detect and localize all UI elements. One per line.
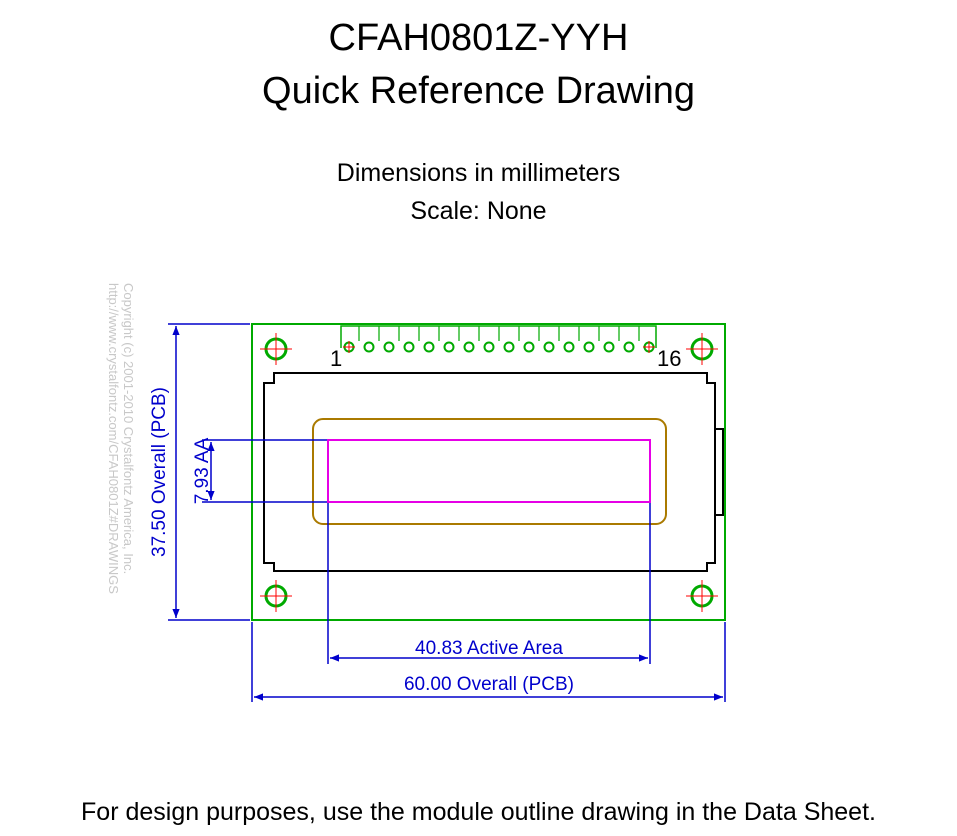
mounting-hole-bottom-left — [260, 580, 292, 612]
mounting-hole-bottom-right — [686, 580, 718, 612]
units-note: Dimensions in millimeters — [336, 159, 621, 187]
pin-1-label: 1 — [330, 346, 342, 371]
pin-16-label: 16 — [657, 346, 681, 371]
mounting-hole-top-right — [686, 333, 718, 365]
scale-note: Scale: None — [410, 197, 547, 225]
pin-3 — [383, 326, 400, 353]
pin-header — [340, 325, 657, 353]
width-overall-label: 60.00 Overall (PCB) — [404, 674, 574, 695]
pin-12 — [563, 326, 580, 353]
active-height-label: 7.93 AA — [192, 437, 213, 504]
pin-5 — [423, 326, 440, 353]
pin-11 — [543, 326, 560, 353]
pin-10 — [523, 326, 540, 353]
drawing-title: CFAH0801Z-YYH — [328, 17, 629, 59]
side-tab — [714, 428, 724, 516]
pcb-outline — [251, 323, 726, 621]
pin-14 — [603, 326, 620, 353]
footer-note: For design purposes, use the module outl… — [81, 798, 876, 826]
copyright-line-1: Copyright (c) 2001-2010 Crystalfontz Ame… — [121, 283, 136, 574]
pin-16 — [643, 341, 655, 353]
mounting-hole-top-left — [260, 333, 292, 365]
dimension-active-height: 7.93 AA — [192, 437, 327, 504]
dimension-height-overall: 37.50 Overall (PCB) — [149, 323, 250, 621]
pin-9 — [503, 326, 520, 353]
pin-4 — [403, 326, 420, 353]
drawing-subtitle: Quick Reference Drawing — [262, 70, 695, 112]
active-width-label: 40.83 Active Area — [415, 638, 563, 659]
pin-6 — [443, 326, 460, 353]
active-area — [327, 439, 651, 503]
viewing-area — [312, 418, 667, 525]
copyright-watermark: Copyright (c) 2001-2010 Crystalfontz Ame… — [106, 283, 136, 594]
pin-7 — [463, 326, 480, 353]
bezel-outline — [263, 372, 716, 572]
pin-2 — [363, 326, 380, 353]
dimension-active-width: 40.83 Active Area — [327, 503, 651, 664]
dimension-width-overall: 60.00 Overall (PCB) — [251, 622, 726, 702]
pin-15 — [623, 326, 640, 353]
pin-8 — [483, 326, 500, 353]
height-overall-label: 37.50 Overall (PCB) — [149, 387, 170, 557]
copyright-line-2: http://www.crystalfontz.com/CFAH0801Z#DR… — [106, 283, 121, 594]
pin-1 — [343, 326, 360, 353]
pin-13 — [583, 326, 600, 353]
